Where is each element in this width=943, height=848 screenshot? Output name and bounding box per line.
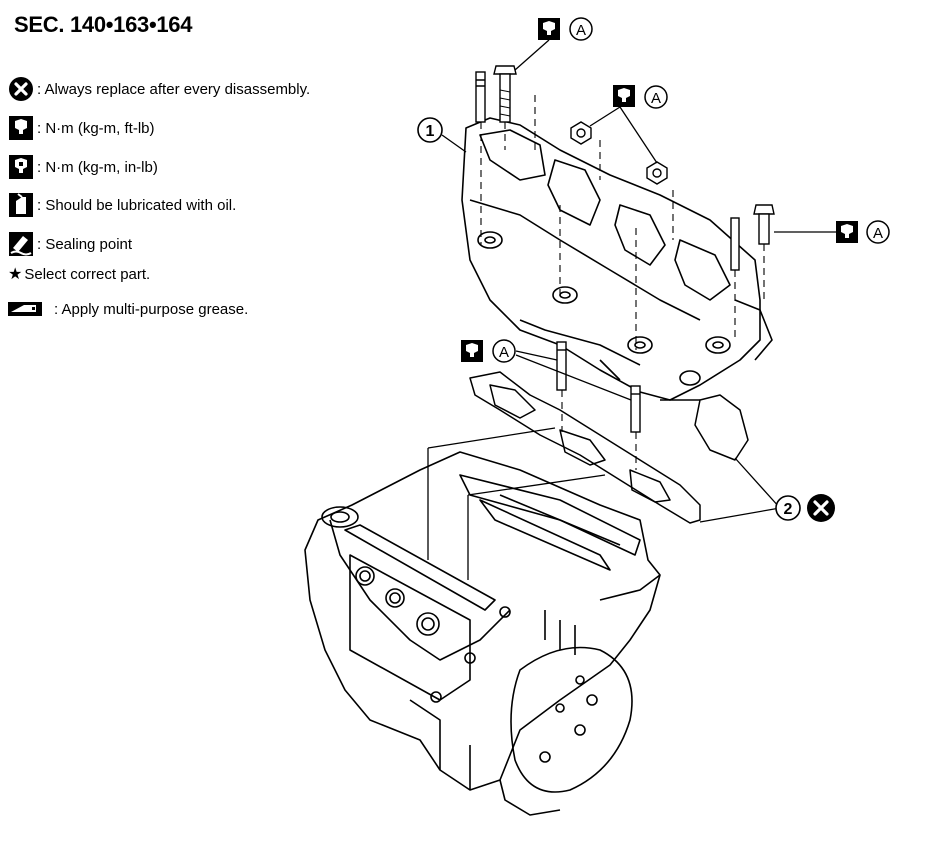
gasket (469, 371, 749, 524)
torque-spec-letter: A (499, 344, 509, 361)
legend-item-replace: : Always replace after every disassembly… (8, 76, 310, 102)
nut-1 (570, 121, 592, 145)
callout-part-2: 2 (699, 457, 835, 523)
torque-spec-letter: A (873, 225, 883, 242)
legend-text: : Sealing point (37, 235, 133, 253)
stud-top-left (475, 71, 486, 123)
callout-number: 1 (426, 123, 435, 140)
legend-text: Select correct part. (24, 265, 151, 283)
legend-text: : Should be lubricated with oil. (37, 196, 237, 214)
stud-lower-right (630, 385, 641, 433)
legend-item-torque-in-lb: : N·m (kg-m, in-lb) (8, 154, 158, 180)
intake-manifold (461, 117, 773, 401)
legend-item-oil: : Should be lubricated with oil. (8, 192, 236, 218)
torque-callout-nuts: A (589, 85, 668, 164)
torque-in-lb-icon (8, 154, 34, 180)
torque-ft-lb-icon (538, 18, 560, 40)
nut-2 (646, 161, 668, 185)
bolt-right (753, 204, 775, 245)
legend-item-sealing: : Sealing point (8, 231, 132, 257)
legend-text: : N·m (kg-m, ft-lb) (37, 119, 155, 137)
torque-spec-letter: A (651, 90, 661, 107)
callout-number: 2 (784, 501, 793, 518)
torque-ft-lb-icon (461, 340, 483, 362)
torque-ft-lb-icon (613, 85, 635, 107)
torque-ft-lb-icon (836, 221, 858, 243)
star-icon: ★ (8, 266, 23, 283)
mounting-lines (427, 427, 606, 580)
torque-spec-letter: A (576, 22, 586, 39)
torque-callout-top: A (514, 17, 593, 71)
replace-x-icon (807, 494, 835, 522)
grease-gun-icon (8, 300, 42, 318)
torque-callout-lower: A (461, 339, 632, 401)
stud-lower-left (556, 341, 567, 391)
torque-callout-right: A (774, 220, 890, 244)
section-title: SEC. 140•163•164 (14, 12, 193, 37)
legend-item-torque-ft-lb: : N·m (kg-m, ft-lb) (8, 115, 155, 141)
engine-block (304, 451, 661, 816)
bolt-top-left (493, 65, 517, 123)
callout-part-1: 1 (417, 117, 467, 153)
replace-x-icon (8, 76, 34, 102)
legend-text: : N·m (kg-m, in-lb) (37, 158, 158, 176)
legend-item-star: ★ Select correct part. (8, 264, 150, 284)
legend-text: : Always replace after every disassembly… (37, 80, 311, 98)
assembly-guide-lines (480, 95, 765, 470)
torque-ft-lb-icon (8, 115, 34, 141)
legend-text: : Apply multi-purpose grease. (54, 300, 249, 318)
sealing-point-icon (8, 231, 34, 257)
legend-item-grease: : Apply multi-purpose grease. (8, 300, 248, 318)
stud-right (730, 217, 740, 271)
oil-can-icon (8, 192, 34, 218)
